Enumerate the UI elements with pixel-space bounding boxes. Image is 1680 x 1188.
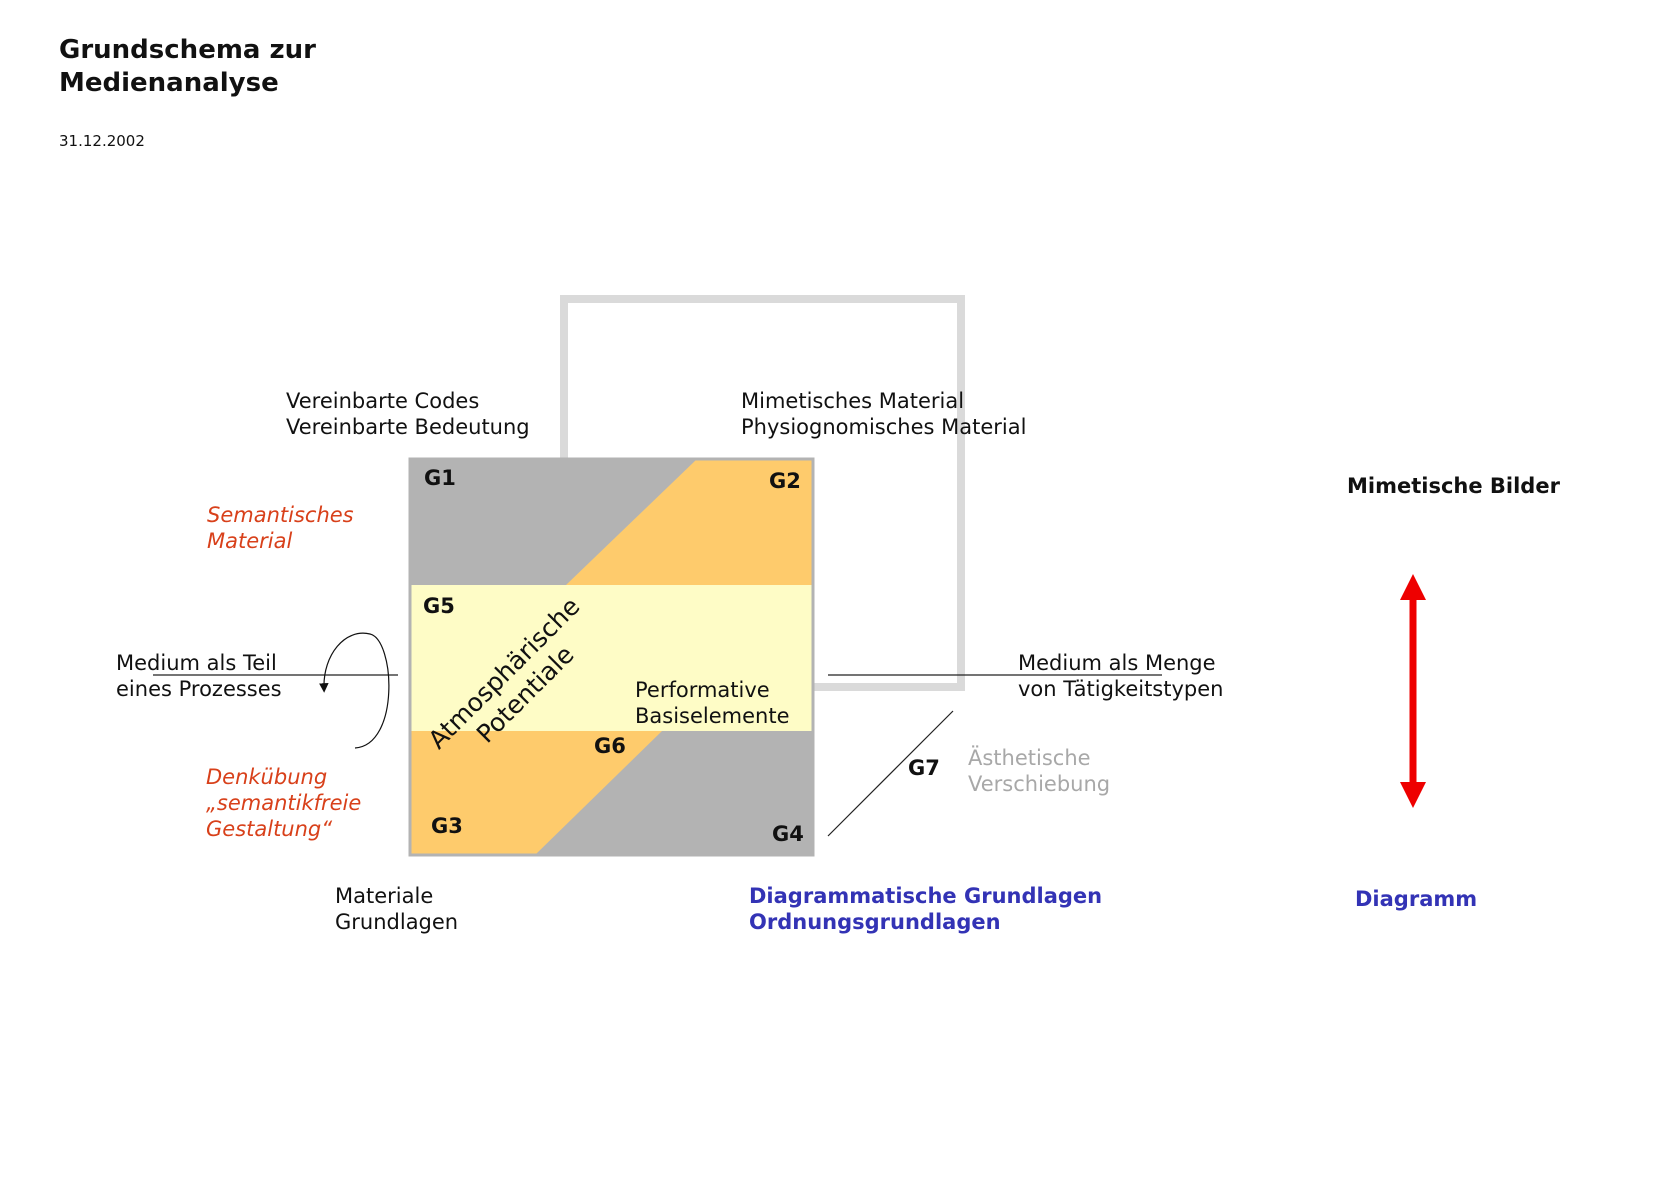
square-border <box>408 457 815 857</box>
label-performative-elements: Performative Basiselemente <box>635 678 790 728</box>
label-material-basis: Materiale Grundlagen <box>335 884 459 934</box>
grid-label-g5: G5 <box>423 594 455 618</box>
red-double-arrow <box>1400 574 1426 808</box>
label-mimetic-material: Mimetisches Material Physiognomisches Ma… <box>741 389 1027 439</box>
region-g2-orange <box>566 459 813 585</box>
label-diagrammatic-basis: Diagrammatische Grundlagen Ordnungsgrund… <box>749 884 1103 934</box>
scale-label-diagram: Diagramm <box>1355 887 1478 911</box>
page-date: 31.12.2002 <box>59 132 145 150</box>
grid-label-g2: G2 <box>769 469 801 493</box>
label-medium-activity-types: Medium als Menge von Tätigkeitstypen <box>1018 651 1224 701</box>
grid-label-g3: G3 <box>431 814 463 838</box>
g7-diagonal-line <box>827 710 954 837</box>
grid-label-g4: G4 <box>772 822 804 846</box>
central-square <box>408 457 815 857</box>
label-aesthetic-shift: Ästhetische Verschiebung <box>968 746 1111 796</box>
grid-label-g7: G7 <box>908 756 940 780</box>
region-g3-orange <box>410 731 662 855</box>
page-title: Grundschema zur Medienanalyse <box>59 35 316 98</box>
label-agreed-codes: Vereinbarte Codes Vereinbarte Bedeutung <box>286 389 530 439</box>
label-semantic-material: Semantisches Material <box>207 503 354 553</box>
grid-label-g6: G6 <box>594 734 626 758</box>
scale-label-mimetic-images: Mimetische Bilder <box>1347 474 1560 498</box>
grid-label-g1: G1 <box>424 466 456 490</box>
label-medium-process: Medium als Teil eines Prozesses <box>116 651 282 701</box>
label-thinking-exercise: Denkübung „semantikfreie Gestaltung“ <box>206 765 362 841</box>
region-g5-yellow-band <box>410 585 813 731</box>
process-cycle-arrow <box>319 632 390 749</box>
